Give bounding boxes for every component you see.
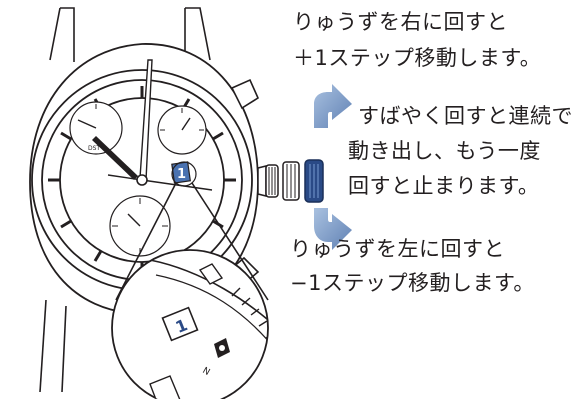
subdial-ticks <box>95 104 204 254</box>
date-window: 1 <box>171 161 191 184</box>
crown-icon <box>282 159 324 203</box>
turn-left-line-2: −1ステップ移動します。 <box>290 271 535 295</box>
rotate-up-arrow-icon <box>314 84 352 128</box>
turn-fast-line-3: 回すと止まります。 <box>348 174 540 198</box>
date-value: 1 <box>177 167 186 182</box>
rotate-down-arrow-icon <box>314 208 352 250</box>
zoom-letter: N <box>201 366 212 378</box>
crown[interactable] <box>257 164 279 198</box>
subdial-label: DST <box>88 145 100 152</box>
zoom-circle: 1 N <box>111 249 269 399</box>
main-hands <box>92 59 213 191</box>
turn-fast-line-2: 動き出し、もう一度 <box>348 139 541 163</box>
subdials <box>69 101 207 257</box>
zoom-date-window: 1 <box>161 306 199 342</box>
turn-right-line-1: りゅうずを右に回すと <box>293 10 508 34</box>
subdial-hands <box>77 117 191 227</box>
turn-right-line-2: ＋1ステップ移動します。 <box>293 46 542 70</box>
turn-left-line-1: りゅうずを左に回すと <box>290 237 505 261</box>
turn-fast-line-1: すばやく回すと連続で <box>358 104 573 128</box>
zoom-leader <box>115 161 269 301</box>
